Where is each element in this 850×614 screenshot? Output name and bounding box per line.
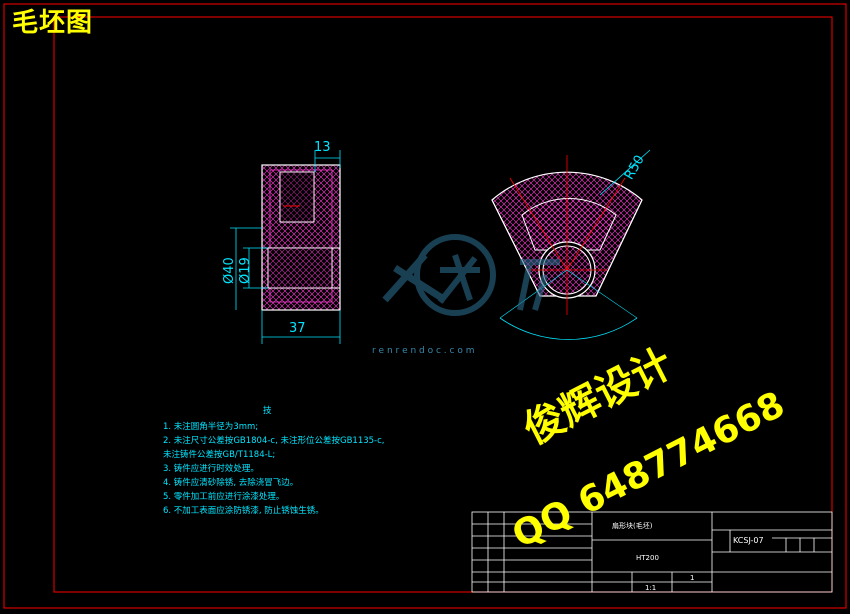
note-line: 1. 未注圆角半径为3mm; — [163, 422, 259, 432]
note-line: 未注铸件公差按GB/T1184-L; — [163, 450, 276, 460]
material: HT200 — [636, 554, 659, 562]
site-watermark-text: r e n r e n d o c . c o m — [372, 346, 475, 356]
notes-heading: 技 — [263, 406, 272, 416]
title-block — [471, 511, 833, 593]
drawing-title: 毛坯图 — [12, 8, 94, 38]
sector-view — [491, 149, 651, 340]
dim-13: 13 — [314, 140, 331, 155]
note-line: 4. 铸件应清砂除锈, 去除浇冒飞边。 — [163, 478, 299, 488]
outer-border — [3, 3, 847, 609]
quantity: 1 — [690, 574, 695, 582]
dim-d40: Ø40 — [222, 257, 237, 284]
scale: 1:1 — [645, 584, 657, 592]
part-name: 扇形块(毛坯) — [612, 522, 653, 530]
dim-37: 37 — [289, 321, 306, 336]
drawing-code: KCSJ-07 — [733, 536, 764, 545]
section-view — [230, 150, 341, 344]
site-logo — [382, 234, 560, 316]
note-line: 5. 零件加工前应进行涂漆处理。 — [163, 492, 285, 502]
note-line: 6. 不加工表面应涂防锈漆, 防止锈蚀生锈。 — [163, 506, 324, 516]
note-line: 3. 铸件应进行时效处理。 — [163, 464, 259, 474]
note-line: 2. 未注尺寸公差按GB1804-c, 未注形位公差按GB1135-c, — [163, 436, 385, 446]
dim-d19: Ø19 — [238, 257, 253, 284]
inner-border — [53, 16, 833, 593]
